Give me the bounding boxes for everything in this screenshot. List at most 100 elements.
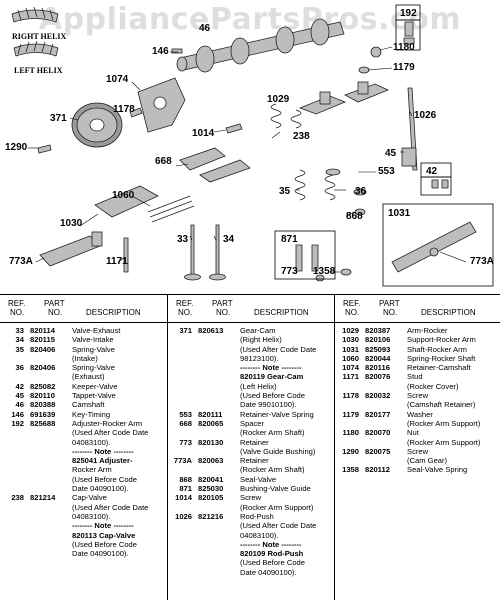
ref-number: 868 [179, 474, 192, 484]
description-line: (Intake) [72, 353, 98, 363]
right-helix-label: RIGHT HELIX [12, 32, 67, 41]
description-line: 825041 Adjuster- [72, 456, 133, 466]
callout-36: 36 [355, 186, 367, 197]
part-number: 820177 [365, 409, 391, 419]
table-row: 1074 820116 Retainer-Camshaft [335, 363, 500, 372]
callout-1358: 1358 [313, 266, 336, 277]
ref-number: 42 [15, 381, 24, 391]
keeper-icon [431, 179, 449, 189]
callout-868: 868 [346, 211, 363, 222]
description-line: (Used After Code Date [240, 521, 317, 531]
ref-number: 668 [179, 418, 192, 428]
ref-number: 871 [179, 484, 192, 494]
retainer-icon [325, 168, 341, 176]
shaft-retainer-icon [429, 247, 439, 257]
part-number: 825093 [365, 344, 391, 354]
column-header: REF. NO. PART NO. DESCRIPTION [335, 295, 500, 323]
intake-valve-icon [209, 224, 226, 281]
description-line: -------- Note -------- [240, 363, 302, 373]
part-description: Valve-Exhaust [72, 326, 167, 335]
description-line: (Exhaust) [72, 372, 105, 382]
callout-192: 192 [400, 8, 417, 19]
rocker-support-icon [94, 185, 159, 218]
part-description: Screw(Rocker Arm Support) [240, 493, 334, 512]
part-number: 820406 [30, 344, 56, 354]
ref-number: 36 [15, 363, 24, 373]
callout-1074: 1074 [106, 74, 129, 85]
description-line: (Rocker Arm Support) [407, 437, 481, 447]
left-helix-gear-icon [13, 40, 59, 57]
table-row: 33 820114 Valve-Exhaust [0, 326, 167, 335]
part-number: 825688 [30, 418, 56, 428]
description-line: 98123100). [240, 353, 279, 363]
description-line: Date 04090100). [240, 567, 297, 577]
ref-number: 35 [15, 344, 24, 354]
ref-number: 46 [15, 400, 24, 410]
description-line: 04083100). [240, 530, 279, 540]
description-line: Arm-Rocker [407, 326, 448, 335]
table-row: -------- Note --------825041 Adjuster-Ro… [0, 447, 167, 493]
part-number: 820114 [30, 326, 55, 335]
callout-box-871 [274, 230, 336, 280]
part-number: 820063 [198, 456, 224, 466]
ref-number: 773 [179, 437, 192, 447]
ref-number: 1179 [342, 409, 359, 419]
description-line: Screw [240, 493, 262, 503]
ref-number: 773A [173, 456, 192, 466]
bushing-icon [295, 244, 319, 272]
description-line: (Left Helix) [240, 381, 277, 391]
part-number: 820075 [365, 446, 391, 456]
callout-box-1031 [382, 203, 494, 287]
callout-1031: 1031 [388, 208, 411, 219]
watermark: AppliancePartsPros.com [38, 2, 462, 37]
rocker-shaft-icon [391, 221, 477, 273]
guide-retainer-icon [315, 274, 325, 282]
description-line: Spacer [240, 418, 265, 428]
part-number: 820388 [30, 400, 56, 410]
washer-icon [358, 66, 370, 74]
callout-46: 46 [199, 23, 211, 34]
gear-screw-icon [37, 144, 52, 154]
part-number: 820387 [365, 326, 391, 335]
callout-45: 45 [385, 148, 397, 159]
part-description: Retainer-Camshaft [407, 363, 500, 372]
callout-1029: 1029 [267, 94, 290, 105]
description-line: Valve-Intake [72, 335, 114, 345]
ref-number: 1290 [342, 446, 359, 456]
part-number: 691639 [30, 409, 56, 419]
ref-number: 1171 [342, 372, 359, 382]
part-description: Adjuster-Rocker Arm(Used After Code Date… [72, 419, 167, 447]
ref-number: 1074 [342, 363, 359, 373]
ref-number: 238 [11, 493, 24, 503]
description-line: 820119 Gear-Cam [240, 372, 304, 382]
part-number: 820116 [365, 363, 390, 373]
description-line: (Rocker Cover) [407, 381, 459, 391]
description-line: -------- Note -------- [240, 539, 302, 549]
part-description: -------- Note --------820119 Gear-Cam(Le… [240, 363, 334, 409]
description-line: (Right Helix) [240, 335, 282, 345]
description-line: (Used After Code Date [72, 502, 149, 512]
description-line: Retainer-Valve Spring [240, 409, 314, 419]
description-line: Date 99010100). [240, 400, 297, 410]
ref-number: 146 [11, 409, 24, 419]
column-header: REF. NO. PART NO. DESCRIPTION [168, 295, 334, 323]
part-description: Spring-Valve(Intake) [72, 345, 167, 364]
ref-number: 33 [15, 326, 24, 335]
